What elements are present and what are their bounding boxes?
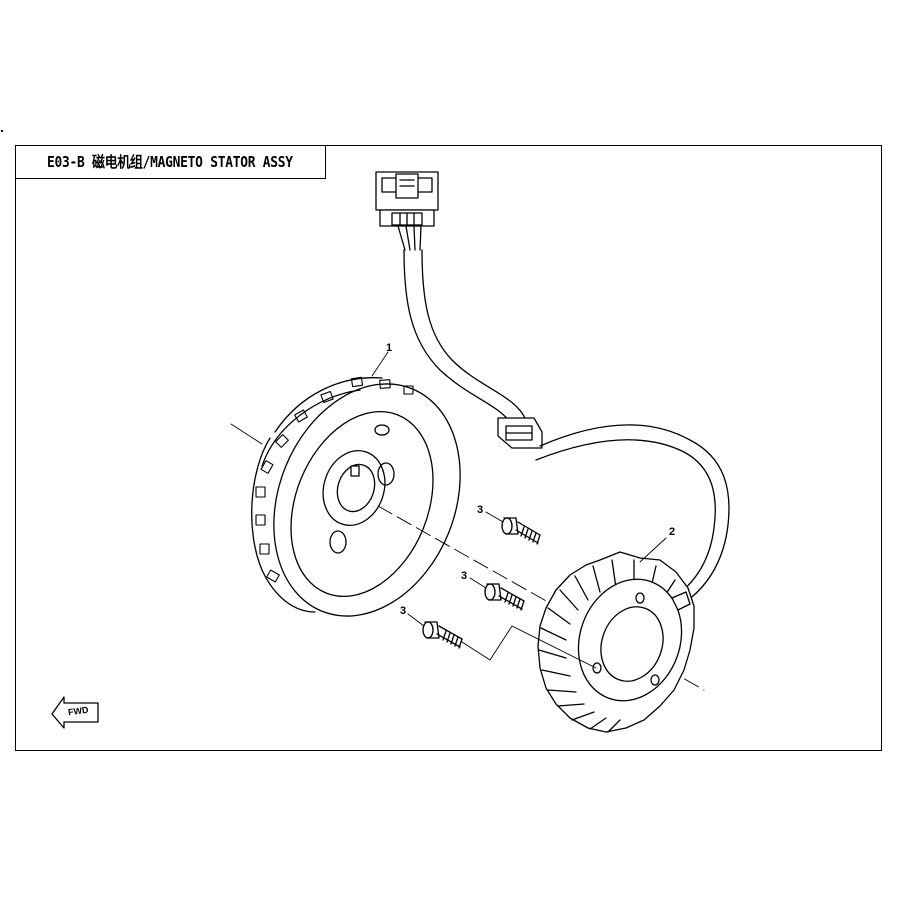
bolt-bottom — [422, 621, 463, 649]
fwd-arrow-icon — [51, 696, 99, 729]
title-block: E03-B 磁电机组/MAGNETO STATOR ASSY — [15, 145, 326, 179]
leader-line-3c — [407, 613, 425, 627]
harness-cable-lower — [539, 424, 730, 601]
harness-grommet — [497, 417, 543, 449]
bolt-guide-line — [461, 625, 597, 669]
callout-part-3-bottom: 3 — [400, 605, 407, 617]
leader-line-2 — [639, 537, 667, 563]
leader-line-3a — [485, 511, 504, 523]
sheet-corner-mark — [1, 130, 3, 132]
callout-part-2: 2 — [669, 526, 676, 538]
callout-part-3-top: 3 — [477, 504, 484, 516]
stator-coil-assembly — [537, 551, 695, 733]
leader-line-1 — [371, 351, 389, 377]
bolt-top — [501, 517, 541, 545]
harness-connector — [375, 171, 439, 251]
callout-part-1: 1 — [386, 342, 393, 354]
flywheel-rotor — [230, 376, 461, 617]
leader-line-3b — [469, 577, 487, 589]
page-title: E03-B 磁电机组/MAGNETO STATOR ASSY — [47, 153, 293, 171]
wiring-harness — [375, 171, 730, 601]
bolt-middle — [484, 583, 525, 611]
flywheel-magnet-pockets — [255, 376, 414, 583]
callout-part-3-middle: 3 — [461, 570, 468, 582]
harness-cable-upper — [403, 249, 513, 426]
drawing-sheet-border — [15, 145, 882, 751]
